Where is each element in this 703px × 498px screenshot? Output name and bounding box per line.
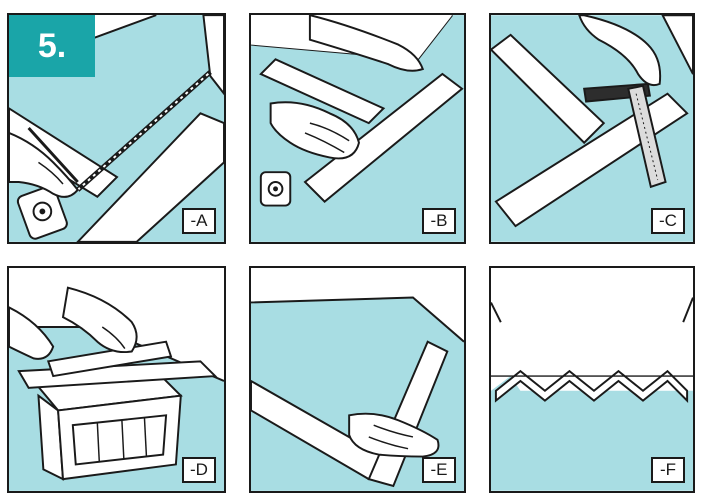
- panel-e: -E: [249, 266, 466, 493]
- panel-b: -B: [249, 13, 466, 244]
- panel-label-f: -F: [651, 457, 685, 483]
- panel-d-illustration: [9, 268, 224, 491]
- panel-a-illustration: [9, 15, 224, 242]
- panel-label-d: -D: [182, 457, 216, 483]
- panel-f: -F: [489, 266, 695, 493]
- panel-d: -D: [7, 266, 226, 493]
- panel-label-a: -A: [182, 208, 216, 234]
- panel-label-e: -E: [422, 457, 456, 483]
- step-number: 5.: [37, 26, 67, 65]
- panel-a: -A: [7, 13, 226, 244]
- panel-b-illustration: [251, 15, 464, 242]
- panel-label-c: -C: [651, 208, 685, 234]
- panel-e-illustration: [251, 268, 464, 491]
- step-number-badge: 5.: [9, 15, 95, 77]
- panel-label-b: -B: [422, 208, 456, 234]
- panel-f-illustration: [491, 268, 693, 491]
- panel-c-illustration: [491, 15, 693, 242]
- panel-c: -C: [489, 13, 695, 244]
